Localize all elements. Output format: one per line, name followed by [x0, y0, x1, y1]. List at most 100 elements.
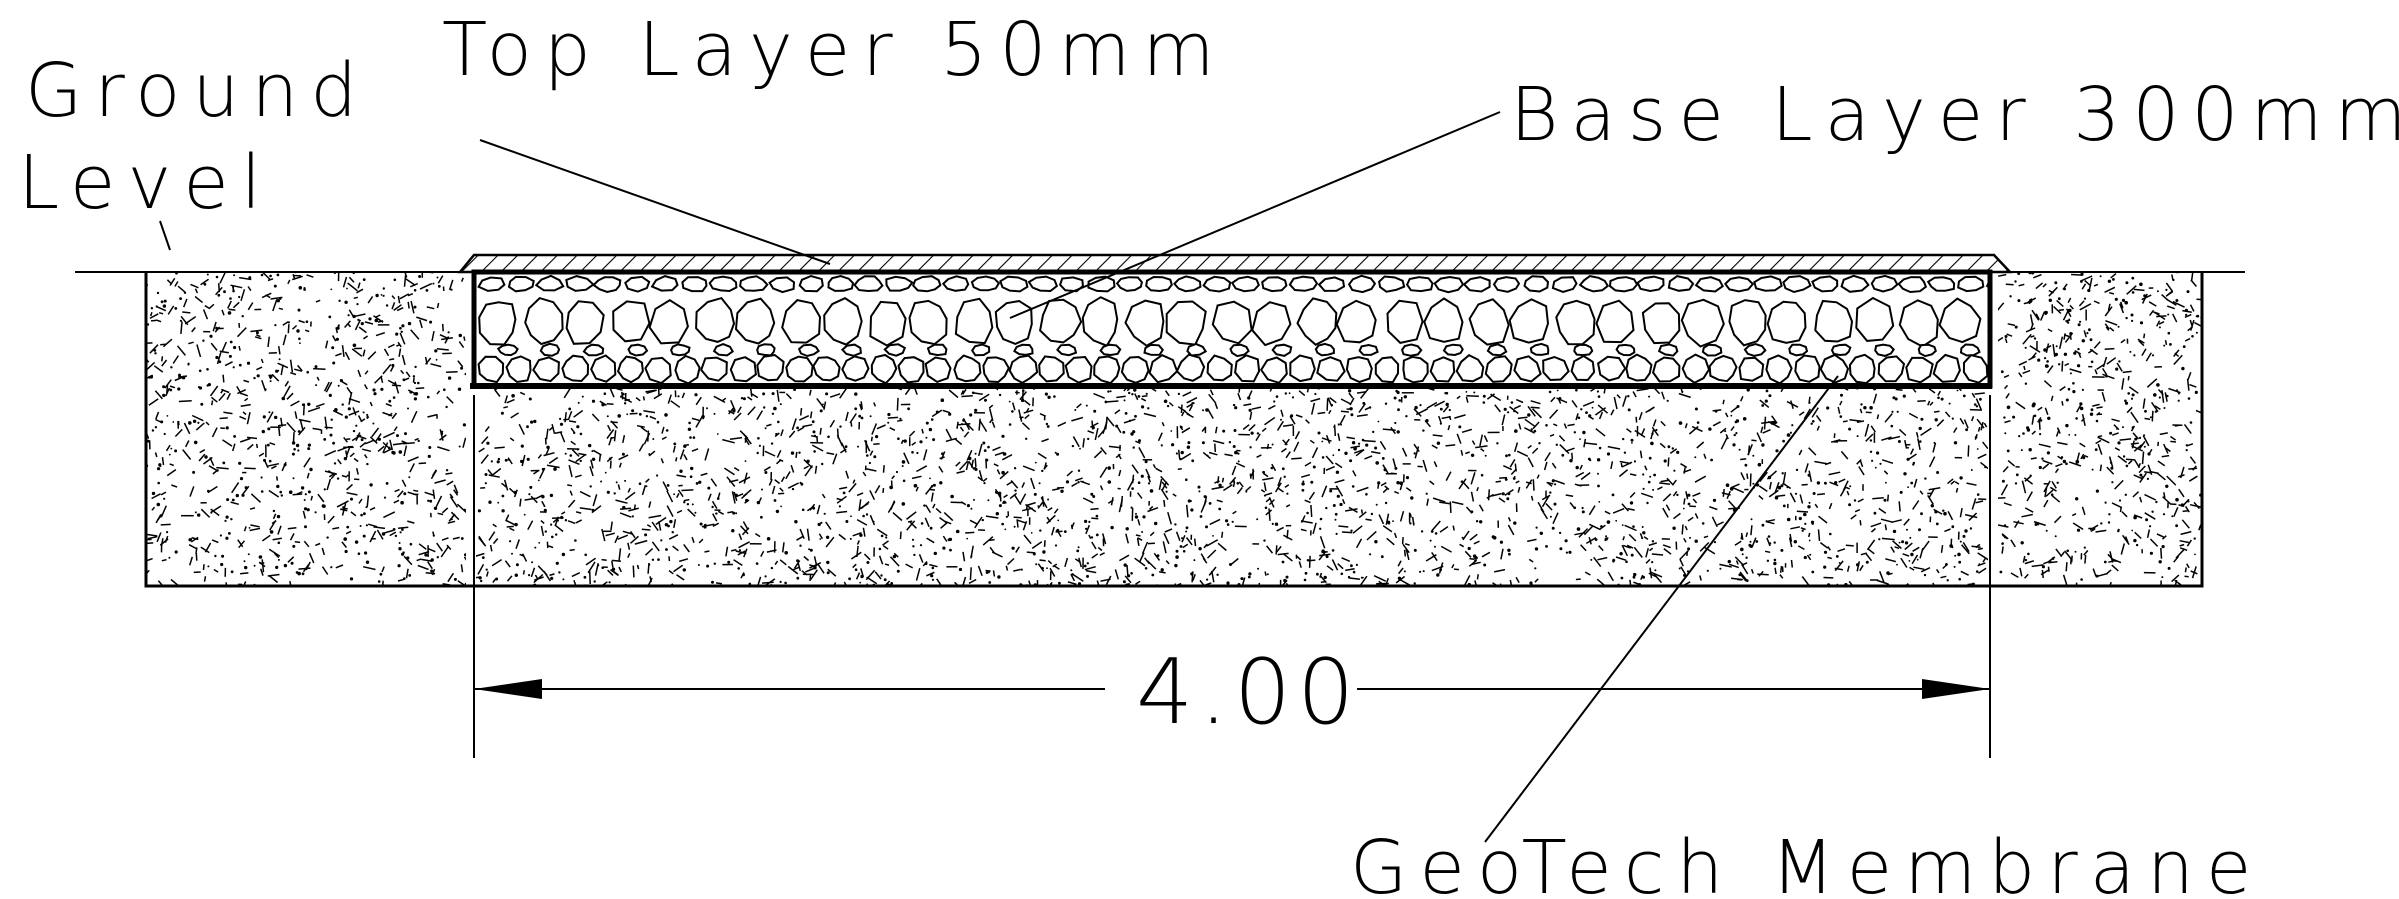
soil-speckle [548, 426, 554, 431]
soil-speckle [1618, 469, 1629, 478]
soil-speckle [449, 496, 459, 508]
soil-speckle [2061, 360, 2064, 372]
soil-speckle [735, 550, 747, 555]
soil-speckle [1021, 482, 1026, 488]
soil-speckle [1097, 546, 1103, 552]
soil-speckle [1372, 430, 1375, 434]
soil-speckle [2065, 562, 2068, 572]
soil-speckle [2029, 345, 2041, 353]
soil-speckle [400, 500, 404, 505]
soil-speckle [2065, 423, 2069, 428]
soil-speckle [158, 311, 164, 315]
soil-speckle [1309, 439, 1315, 444]
soil-speckle [1478, 504, 1484, 512]
soil-speckle [1003, 494, 1008, 499]
soil-speckle [605, 532, 615, 537]
soil-speckle [170, 578, 180, 586]
soil-speckle [160, 523, 171, 526]
soil-speckle [1317, 411, 1326, 415]
soil-speckle [2096, 364, 2105, 371]
soil-speckle [337, 384, 340, 387]
soil-speckle [1166, 404, 1170, 408]
soil-speckle [383, 529, 394, 534]
soil-speckle [2146, 477, 2149, 480]
soil-speckle [926, 537, 935, 544]
soil-speckle [1123, 399, 1126, 402]
soil-speckle [1504, 478, 1508, 481]
soil-speckle [346, 525, 350, 529]
soil-speckle [1773, 561, 1777, 566]
soil-speckle [592, 494, 598, 507]
soil-speckle [901, 502, 906, 506]
soil-speckle [344, 351, 351, 361]
soil-speckle [1660, 420, 1666, 427]
soil-speckle [193, 440, 198, 445]
soil-speckle [1325, 506, 1328, 510]
soil-speckle [326, 478, 332, 491]
soil-speckle [2012, 415, 2016, 419]
soil-speckle [238, 345, 241, 351]
soil-speckle [1816, 481, 1821, 485]
soil-speckle [2097, 435, 2103, 438]
soil-speckle [275, 369, 279, 373]
soil-speckle [1422, 459, 1428, 472]
soil-speckle [2104, 323, 2110, 330]
soil-speckle [150, 319, 157, 322]
soil-speckle [1740, 458, 1747, 461]
soil-speckle [1393, 396, 1397, 400]
soil-speckle [1153, 552, 1161, 561]
soil-speckle [925, 484, 934, 495]
soil-speckle [2063, 352, 2068, 356]
soil-speckle [2172, 313, 2178, 323]
soil-speckle [1469, 533, 1478, 541]
soil-speckle [950, 494, 954, 499]
soil-speckle [896, 397, 899, 411]
soil-speckle [2039, 419, 2043, 422]
soil-speckle [578, 452, 587, 456]
soil-speckle [1524, 418, 1536, 428]
soil-speckle [627, 487, 631, 493]
soil-speckle [1131, 464, 1139, 474]
soil-speckle [2089, 412, 2094, 416]
soil-speckle [948, 389, 959, 399]
soil-speckle [163, 497, 166, 500]
soil-speckle [710, 478, 718, 487]
soil-speckle [1627, 408, 1631, 412]
soil-speckle [1010, 480, 1019, 489]
soil-speckle [1123, 563, 1127, 567]
soil-speckle [299, 342, 301, 345]
soil-speckle [429, 499, 433, 503]
soil-speckle [349, 577, 354, 581]
soil-speckle [2046, 365, 2054, 374]
soil-speckle [1531, 583, 1533, 586]
soil-speckle [1765, 520, 1768, 523]
soil-speckle [269, 374, 273, 379]
soil-speckle [446, 480, 454, 486]
soil-speckle [2083, 454, 2089, 458]
soil-speckle [548, 456, 559, 465]
soil-speckle [2124, 399, 2127, 403]
soil-speckle [575, 511, 582, 514]
soil-speckle [1079, 447, 1081, 450]
soil-speckle [1655, 428, 1658, 432]
soil-speckle [645, 485, 648, 488]
soil-speckle [244, 467, 256, 470]
soil-speckle [2041, 565, 2045, 569]
soil-speckle [1171, 443, 1175, 447]
soil-speckle [2041, 457, 2044, 460]
soil-speckle [2069, 372, 2072, 375]
soil-speckle [1630, 438, 1634, 442]
soil-speckle [1500, 548, 1504, 560]
soil-speckle [1434, 400, 1445, 407]
soil-speckle [1999, 570, 2003, 574]
soil-speckle [1039, 529, 1042, 532]
soil-speckle [1629, 491, 1636, 499]
soil-speckle [2119, 303, 2125, 314]
soil-speckle [817, 522, 821, 527]
soil-speckle [627, 552, 631, 559]
soil-speckle [1629, 579, 1632, 586]
soil-speckle [643, 432, 651, 445]
aggregate-stone [612, 300, 651, 343]
soil-speckle [2111, 564, 2119, 572]
soil-speckle [303, 457, 311, 468]
